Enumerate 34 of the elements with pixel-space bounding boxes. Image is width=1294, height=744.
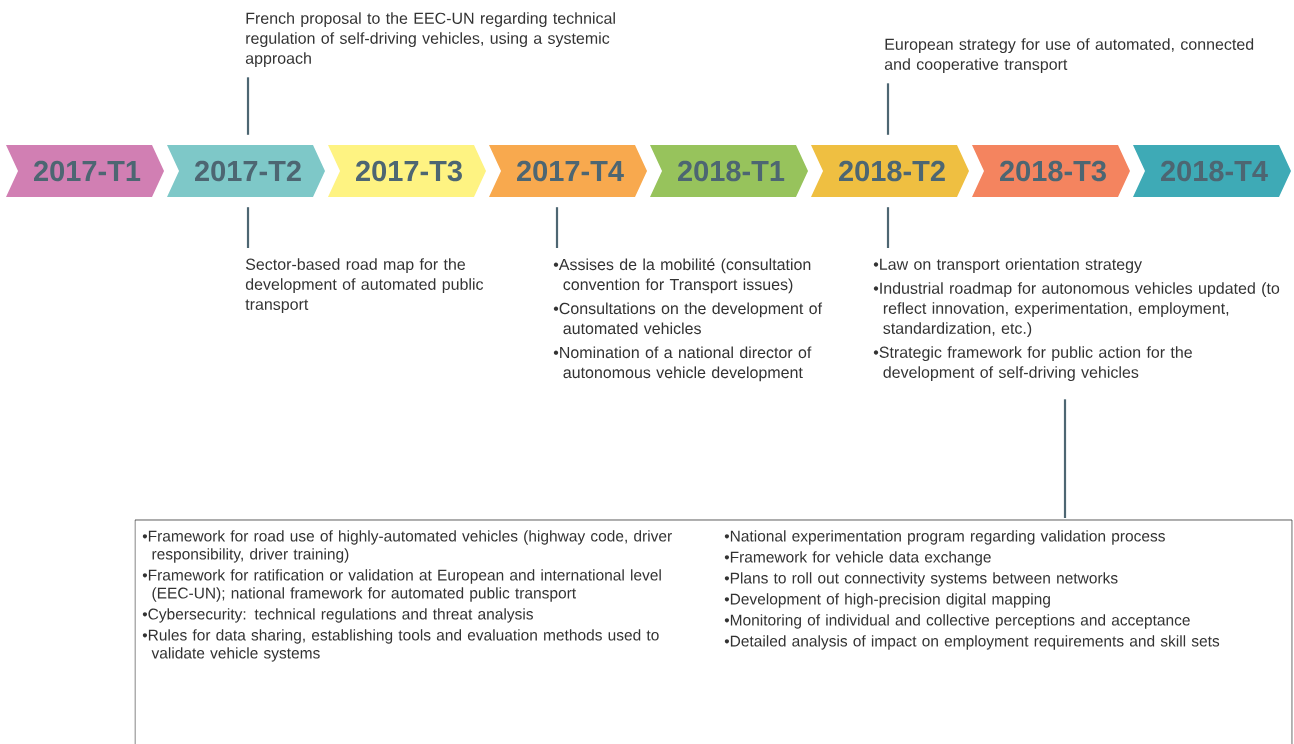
timeline-segment: 2017-T4 — [489, 145, 647, 197]
bullet-item: •Strategic framework for public action for the development of self-driving vehicles — [873, 346, 1192, 382]
bullet-item: •Framework for ratification or validation at European and international level (EEC-UN); national framework for automated public transport — [142, 569, 661, 602]
connector-line — [246, 77, 250, 135]
bullet-item: •Plans to roll out connectivity systems between networks — [724, 572, 1118, 587]
bullet-item: •Framework for vehicle data exchange — [724, 551, 991, 566]
connector-line — [1063, 399, 1067, 518]
timeline-segment: 2017-T3 — [328, 145, 486, 197]
bullet-item: •Cybersecurity: technical regulations and threat analysis — [142, 608, 533, 623]
annotation-text: Sector-based road map for the development of automated public transport — [245, 258, 484, 314]
bullet-item: •Assises de la mobilité (consultation convention for Transport issues) — [553, 258, 811, 294]
bullet-item: •National experimentation program regarding validation process — [724, 530, 1165, 545]
measures-box — [134, 519, 1293, 744]
bullet-item: •Nomination of a national director of autonomous vehicle development — [553, 346, 812, 382]
bullet-item: •Detailed analysis of impact on employment requirements and skill sets — [724, 635, 1220, 650]
bullet-item: •Monitoring of individual and collective perceptions and acceptance — [724, 614, 1190, 629]
annotation-text: European strategy for use of automated, connected and cooperative transport — [884, 38, 1254, 74]
connector-line — [246, 207, 250, 248]
bullet-item: •Development of high-precision digital mapping — [724, 593, 1050, 608]
timeline-segment: 2018-T1 — [650, 145, 808, 197]
connector-line — [886, 83, 890, 135]
bullet-item: •Consultations on the development of automated vehicles — [553, 302, 823, 335]
timeline-segment: 2018-T4 — [1133, 145, 1291, 197]
bullet-item: •Rules for data sharing, establishing tools and evaluation methods used to validate vehicle systems — [142, 629, 659, 662]
timeline-segment: 2017-T2 — [167, 145, 325, 197]
connector-line — [555, 207, 559, 248]
timeline-segment: 2018-T3 — [972, 145, 1130, 197]
timeline-segment: 2018-T2 — [811, 145, 969, 197]
bullet-item: •Law on transport orientation strategy — [873, 258, 1142, 274]
timeline-segment: 2017-T1 — [6, 145, 164, 197]
connector-line — [886, 207, 890, 248]
bullet-item: •Industrial roadmap for autonomous vehicles updated (to reflect innovation, experimentation, employment, standardization, etc.) — [873, 282, 1280, 338]
bullet-item: •Framework for road use of highly-automated vehicles (highway code, driver responsibility, driver training) — [142, 530, 672, 563]
annotation-text: French proposal to the EEC-UN regarding technical regulation of self-driving vehicles, using a systemic approach — [245, 12, 615, 68]
